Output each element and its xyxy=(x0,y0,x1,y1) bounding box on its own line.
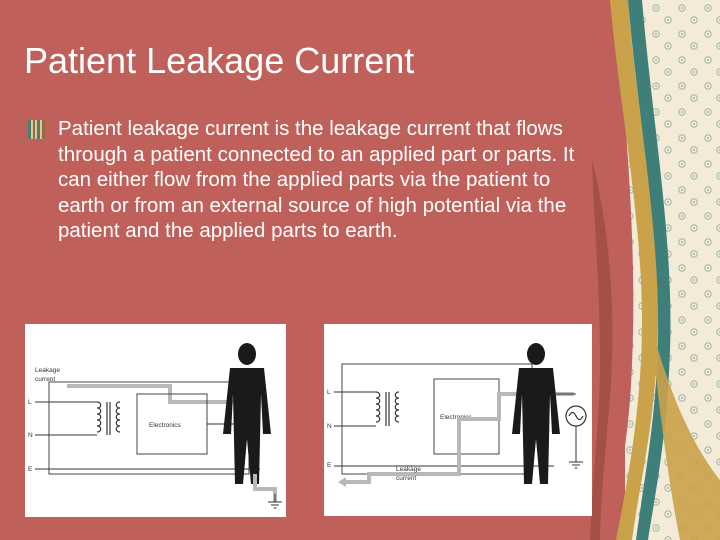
leakage-diagram-applied-part: Leakage current L N E Electronics xyxy=(25,324,286,517)
leakage-label-line2: current xyxy=(396,475,416,482)
patient-silhouette xyxy=(223,343,271,484)
terminal-l: L xyxy=(28,399,32,406)
earth-ground-icon xyxy=(268,494,282,509)
striped-square-bullet-icon xyxy=(28,120,45,139)
electronics-label: Electronics xyxy=(149,422,182,429)
leakage-label-line1: Leakage xyxy=(35,367,60,374)
diagram-drawing: Leakage current L N E Electronics xyxy=(28,343,282,509)
terminal-l: L xyxy=(327,389,331,396)
leakage-diagram-external-source: L N E Electronics Leakage current xyxy=(324,324,592,516)
electronics-label: Electronics xyxy=(440,414,473,421)
leakage-label-line1: Leakage xyxy=(396,466,421,473)
terminal-n: N xyxy=(327,423,332,430)
ac-source-icon xyxy=(565,405,587,427)
bullet-text: Patient leakage current is the leakage c… xyxy=(58,117,575,242)
terminal-e: E xyxy=(28,466,33,473)
leakage-label-line2: current xyxy=(35,376,55,383)
terminal-e: E xyxy=(327,462,332,469)
terminal-n: N xyxy=(28,432,33,439)
earth-ground-icon xyxy=(569,461,583,469)
patient-silhouette xyxy=(512,343,560,484)
diagram-drawing: L N E Electronics Leakage current xyxy=(327,343,587,487)
slide-title: Patient Leakage Current xyxy=(24,40,415,81)
decorative-side-strip xyxy=(570,0,720,540)
